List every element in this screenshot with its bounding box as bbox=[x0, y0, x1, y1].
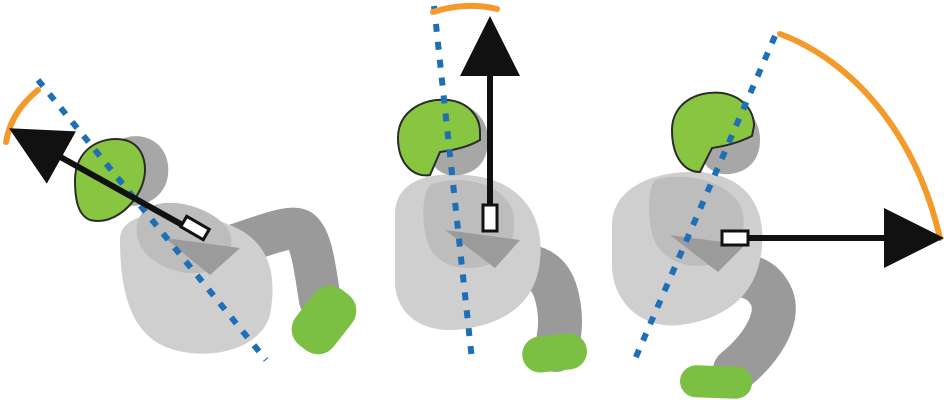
swing-arc bbox=[3, 87, 41, 145]
figure-3-forward bbox=[612, 31, 944, 399]
swing-arc bbox=[430, 2, 500, 15]
figure-2-upright bbox=[395, 2, 588, 373]
shoe bbox=[680, 365, 752, 399]
direction-arrow-icon bbox=[9, 128, 197, 235]
harness-straps bbox=[165, 238, 240, 275]
swing-arc bbox=[777, 31, 943, 241]
leg bbox=[214, 207, 341, 321]
harness-straps bbox=[445, 230, 520, 268]
shoe bbox=[291, 285, 357, 355]
body-axis-line bbox=[35, 78, 269, 362]
carabiner-buckle bbox=[178, 214, 212, 242]
figure-1-reclined bbox=[3, 78, 357, 362]
body-axis-line bbox=[629, 34, 778, 368]
body-axis-line bbox=[431, 5, 475, 361]
carabiner-buckle bbox=[481, 203, 499, 233]
helmet-icon bbox=[396, 98, 481, 177]
helmet-icon bbox=[73, 138, 146, 222]
helmet-icon bbox=[670, 91, 756, 174]
carabiner-buckle bbox=[720, 229, 750, 247]
shoe bbox=[522, 333, 588, 373]
